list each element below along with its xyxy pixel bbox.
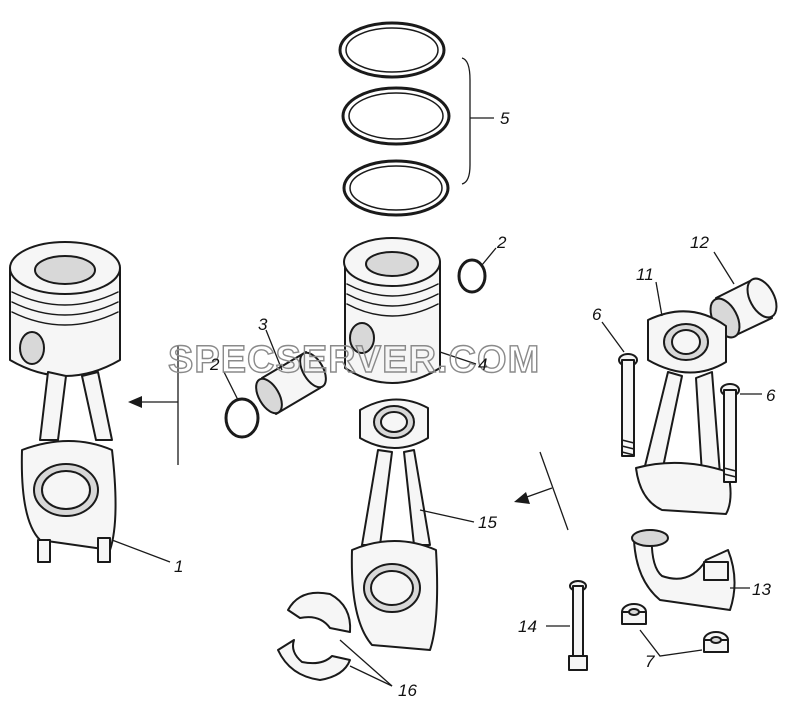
callout-3: 3 <box>258 315 268 334</box>
callout-7: 7 <box>645 652 655 671</box>
callout-2-right: 2 <box>496 233 507 252</box>
callout-4: 4 <box>478 355 487 374</box>
connecting-rod-right <box>635 281 732 515</box>
callout-11: 11 <box>636 265 654 284</box>
callout-5: 5 <box>500 109 510 128</box>
callout-15: 15 <box>478 513 497 532</box>
piston-pin <box>255 329 327 415</box>
bolt-left <box>601 321 638 457</box>
bolt-14 <box>546 580 588 671</box>
bearing-cap <box>631 529 750 611</box>
retaining-ring-right <box>457 247 497 294</box>
callout-13: 13 <box>752 580 771 599</box>
assembly-arrow-left <box>128 345 179 465</box>
watermark-text: SPECSERVER.COM <box>168 339 540 381</box>
piston-rings <box>338 21 494 217</box>
callout-6-right: 6 <box>766 386 776 405</box>
callout-16: 16 <box>398 681 417 700</box>
piston-center <box>343 237 477 384</box>
callout-12: 12 <box>690 233 709 252</box>
bearing-shells <box>277 591 393 687</box>
callout-1: 1 <box>174 557 183 576</box>
callout-2-left: 2 <box>209 355 220 374</box>
nuts <box>621 603 729 657</box>
bolt-right <box>720 383 762 483</box>
callout-14: 14 <box>518 617 537 636</box>
assembly-arrow-right <box>514 451 569 531</box>
connecting-rod-center <box>350 398 475 651</box>
piston-assembly-left <box>9 241 171 563</box>
retaining-ring-left <box>223 371 260 439</box>
callout-6-left: 6 <box>592 305 602 324</box>
